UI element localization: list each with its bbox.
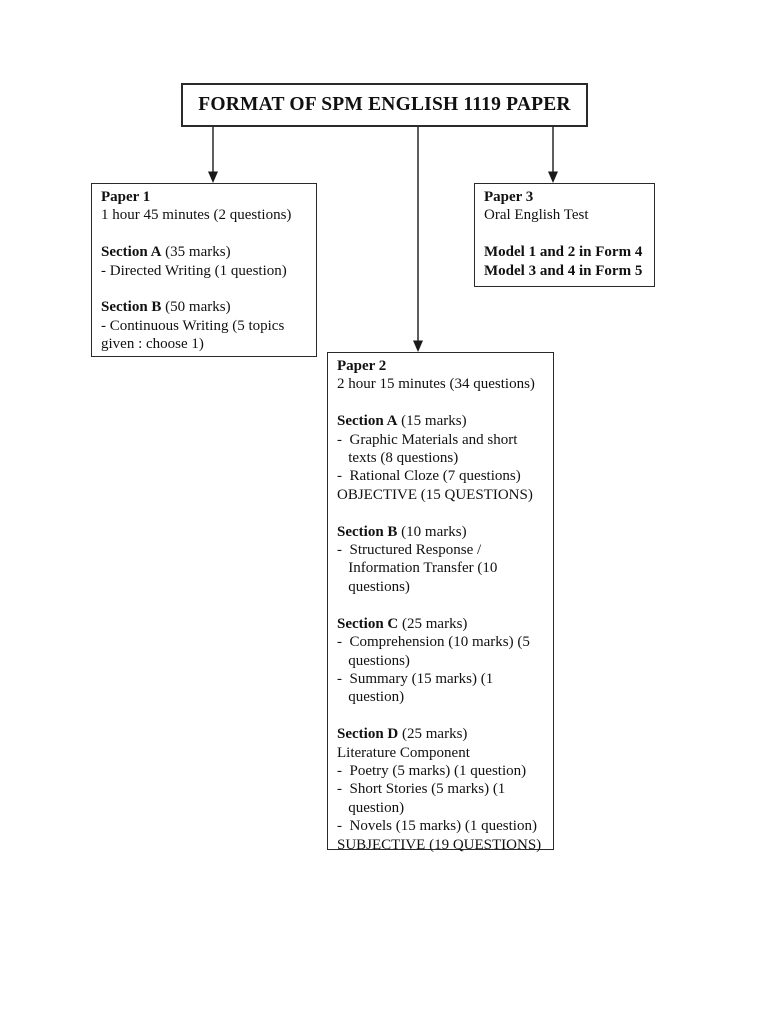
text-line: Section D (25 marks) [337,726,468,743]
text-line: Literature Component [337,744,470,761]
text-line: - Summary (15 marks) (1 [337,670,494,687]
arrow-to-paper-1 [208,127,218,183]
text-line: Paper 3 [484,189,534,205]
text-line: Paper 1 [101,189,151,205]
text-line: Model 3 and 4 in Form 5 [484,262,643,279]
text-line: texts (8 questions) [337,450,459,467]
text-line [101,280,308,298]
paper-3-content: Paper 3 Oral English Test Model 1 and 2 i… [475,184,654,280]
text-line: - Rational Cloze (7 questions) [337,468,521,485]
text-line: - Structured Response / [337,542,482,559]
text-line [101,225,308,243]
text-line: Section B (10 marks) [337,523,467,540]
text-line: Section A (35 marks) [101,244,231,261]
page-title: FORMAT OF SPM ENGLISH 1119 PAPER [198,94,571,115]
text-line: - Novels (15 marks) (1 question) [337,818,537,835]
text-line: Model 1 and 2 in Form 4 [484,244,643,261]
paper-1-content: Paper 1 1 hour 45 minutes (2 questions) S… [92,184,316,354]
text-line: SUBJECTIVE (19 QUESTIONS) [337,836,542,853]
text-line [337,504,545,522]
title-box: FORMAT OF SPM ENGLISH 1119 PAPER [181,83,588,127]
text-line: questions) [337,652,410,669]
text-line: Information Transfer (10 [337,560,498,577]
text-line: 1 hour 45 minutes (2 questions) [101,207,292,224]
text-line: - Graphic Materials and short [337,431,518,448]
arrow-to-paper-2 [413,127,423,352]
text-line: question) [337,689,405,706]
text-line: 2 hour 15 minutes (34 questions) [337,376,535,393]
text-line: question) [337,799,405,816]
text-line: given : choose 1) [101,336,204,353]
paper-1-box: Paper 1 1 hour 45 minutes (2 questions) S… [91,183,317,357]
text-line [484,225,646,243]
arrow-to-paper-3 [548,127,558,183]
text-line: Section A (15 marks) [337,413,467,430]
paper-3-box: Paper 3 Oral English Test Model 1 and 2 i… [474,183,655,287]
text-line [337,596,545,614]
text-line [337,707,545,725]
text-line: - Poetry (5 marks) (1 question) [337,762,527,779]
text-line: - Directed Writing (1 question) [101,262,287,279]
text-line: Section C (25 marks) [337,615,468,632]
text-line: Oral English Test [484,207,589,224]
text-line: - Continuous Writing (5 topics [101,317,285,334]
text-line: - Comprehension (10 marks) (5 [337,634,530,651]
text-line: Section B (50 marks) [101,299,231,316]
text-line [337,394,545,412]
text-line: - Short Stories (5 marks) (1 [337,781,506,798]
text-line: questions) [337,578,410,595]
text-line: Paper 2 [337,358,387,374]
text-line: OBJECTIVE (15 QUESTIONS) [337,486,533,503]
